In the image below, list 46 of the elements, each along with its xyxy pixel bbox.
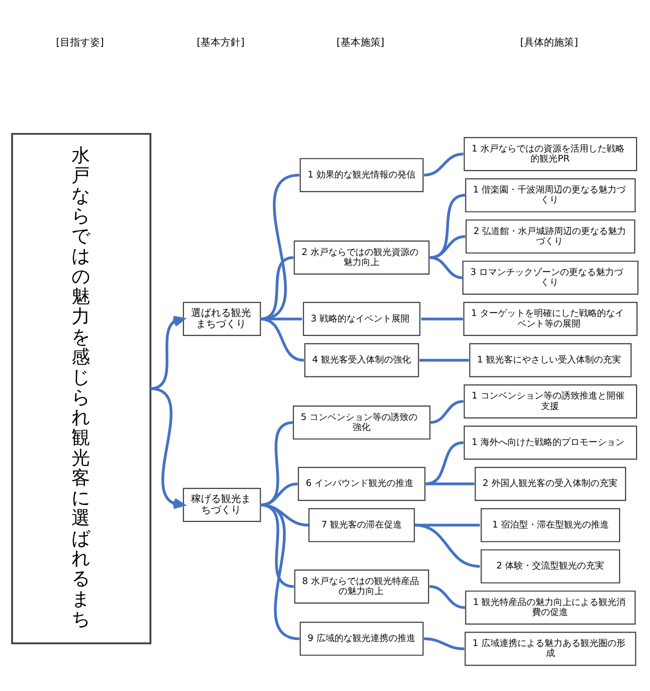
node-box: 2 外国人観光客の受入体制の充実 — [474, 466, 626, 500]
node-box: 5 コンベンション等の誘致の強化 — [292, 404, 430, 440]
connector — [260, 503, 300, 640]
node-box: 8 水戸ならではの観光特産品の魅力向上 — [294, 569, 430, 604]
node-box: 稼げる観光まちづくり — [182, 487, 261, 522]
connector — [421, 317, 463, 320]
node-box: 1 偕楽園・千波湖周辺の更なる魅力づくり — [465, 178, 636, 212]
node-box: 6 インバウンド観光の推進 — [298, 466, 426, 500]
arrow — [150, 315, 185, 390]
label: [基本施策] — [336, 37, 384, 48]
connector — [414, 523, 480, 568]
node-box: 9 広域的な観光連携の推進 — [300, 621, 424, 656]
connector — [424, 636, 464, 650]
connector — [260, 317, 302, 320]
node-box: 7 観光客の滞在促進 — [308, 508, 415, 542]
connector — [260, 317, 304, 362]
connector — [424, 152, 464, 176]
node-box: 1 水戸ならではの資源を活用した戦略的観光PR — [464, 136, 638, 171]
node-box: 水戸ならではの魅力を感じられ観光客に選ばれるまち — [11, 132, 152, 644]
node-box: 3 戦略的なイベント展開 — [302, 301, 420, 336]
connector — [426, 440, 464, 485]
node-box: 1 ターゲットを明確にした戦略的なイベント等の展開 — [463, 301, 638, 336]
connector — [426, 482, 474, 485]
node-box: 1 宿泊型・滞在型観光の推進 — [480, 508, 620, 542]
connector — [419, 358, 469, 362]
node-box: 2 弘道館・水戸城跡周辺の更なる魅力づくり — [466, 218, 636, 254]
arrow — [150, 386, 185, 508]
node-box: 1 コンベンション等の誘致推進と開催支援 — [464, 384, 638, 418]
node-box: 4 観光客受入体制の強化 — [304, 342, 420, 377]
label: [目指す姿] — [56, 37, 104, 48]
label: [具体的施策] — [520, 37, 578, 48]
node-box: 1 観光客にやさしい受入体制の充実 — [469, 342, 632, 377]
node-box: 1 海外へ向けた戦略的プロモーション — [464, 425, 638, 460]
node-box: 2 体験・交流型観光の充実 — [480, 548, 620, 583]
connector — [430, 234, 466, 258]
connector — [430, 256, 464, 279]
node-box: 1 観光特産品の魅力向上による観光消費の促進 — [465, 590, 636, 624]
connector — [430, 400, 464, 424]
node-box: 1 広域連携による魅力ある観光圏の形成 — [464, 631, 636, 666]
connector — [429, 584, 466, 608]
connector — [260, 503, 309, 526]
node-box: 2 水戸ならではの観光資源の魅力向上 — [294, 240, 430, 274]
node-box: 1 効果的な観光情報の発信 — [300, 158, 424, 192]
label: [基本方針] — [196, 37, 245, 48]
node-box: 3 ロマンチックゾーンの更なる魅力づくり — [462, 260, 638, 294]
node-box: 選ばれる観光まちづくり — [182, 301, 261, 336]
